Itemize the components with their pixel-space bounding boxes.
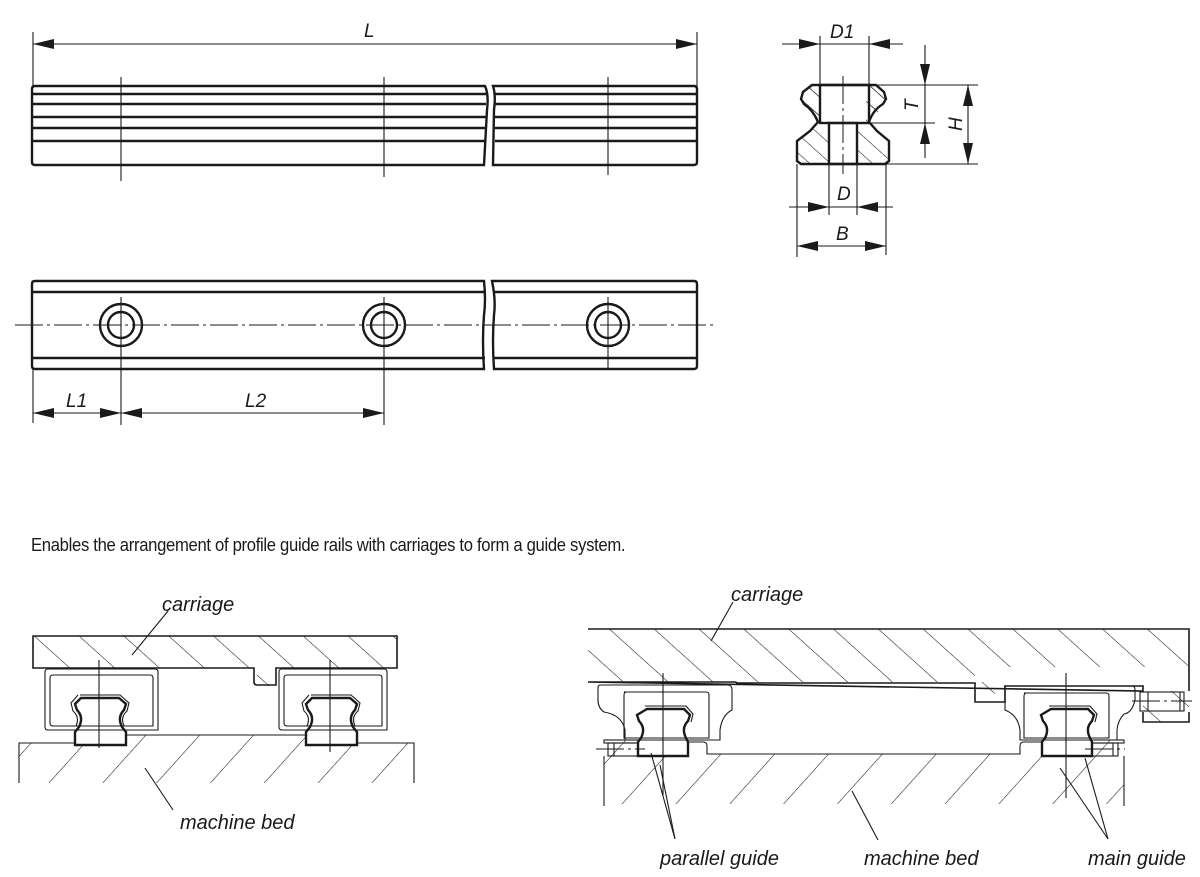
set-screw bbox=[1132, 691, 1192, 712]
rail-side-segment-right bbox=[491, 84, 699, 167]
arrangement-example-left: carriage machine bed bbox=[18, 594, 415, 834]
carriage-block bbox=[44, 668, 159, 731]
mounting-hole bbox=[361, 297, 407, 425]
dimension-label-l: L bbox=[364, 21, 375, 42]
carriage-plate bbox=[32, 635, 398, 686]
label-machine-bed: machine bed bbox=[864, 848, 979, 870]
rail-side-segment-left bbox=[30, 84, 489, 167]
leader-line bbox=[710, 601, 734, 642]
arrangement-example-right: carriage parallel guide machine bed main… bbox=[587, 584, 1192, 870]
dimension-h: H bbox=[946, 85, 973, 164]
dimension-label-l1: L1 bbox=[66, 391, 87, 412]
dimension-l2: L2 bbox=[121, 391, 384, 418]
leader-line bbox=[650, 752, 676, 840]
leader-line bbox=[1084, 757, 1109, 840]
dimension-label-b: B bbox=[836, 224, 849, 245]
dimension-l: L bbox=[32, 21, 698, 88]
leader-line bbox=[131, 610, 169, 656]
label-main-guide: main guide bbox=[1088, 848, 1186, 870]
arrow-icon bbox=[676, 39, 697, 49]
dimension-label-t: T bbox=[902, 98, 923, 111]
dimension-label-l2: L2 bbox=[245, 391, 267, 412]
mounting-hole bbox=[585, 297, 631, 368]
leader-line bbox=[1059, 767, 1109, 840]
dimension-l1: L1 bbox=[33, 391, 121, 418]
guide-rail-profile-parallel bbox=[635, 705, 694, 758]
guide-rail-profile bbox=[301, 694, 361, 747]
label-carriage: carriage bbox=[162, 594, 234, 616]
carriage-block bbox=[597, 684, 733, 741]
label-parallel-guide: parallel guide bbox=[659, 848, 779, 870]
rail-profile-outline bbox=[795, 83, 891, 166]
leader-line bbox=[144, 767, 174, 811]
leader-line bbox=[851, 790, 879, 841]
arrow-icon bbox=[33, 39, 54, 49]
rail-top-view: L1 L2 bbox=[15, 279, 716, 425]
rail-side-view: L bbox=[30, 21, 699, 181]
description-caption: Enables the arrangement of profile guide… bbox=[31, 534, 626, 555]
leader-line bbox=[659, 764, 676, 840]
label-machine-bed: machine bed bbox=[180, 812, 295, 834]
dimension-d1: D1 bbox=[782, 22, 903, 85]
dimension-label-h: H bbox=[946, 117, 967, 131]
guide-rail-profile bbox=[70, 694, 130, 747]
dimension-label-d1: D1 bbox=[830, 22, 854, 43]
dimension-t: T bbox=[902, 45, 930, 158]
label-carriage: carriage bbox=[731, 584, 803, 606]
carriage-block bbox=[1003, 685, 1136, 741]
rail-cross-section: D1 T H D bbox=[782, 22, 978, 257]
carriage-block bbox=[278, 668, 388, 731]
dimension-label-d: D bbox=[837, 184, 851, 205]
dimension-b: B bbox=[796, 164, 887, 257]
mounting-hole bbox=[98, 297, 144, 425]
dimension-d: D bbox=[789, 164, 893, 215]
